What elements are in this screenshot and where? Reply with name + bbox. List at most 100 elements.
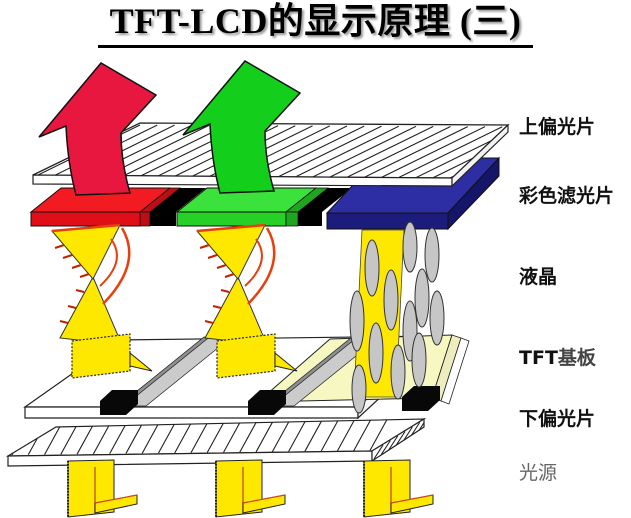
twist-arc-inner [244, 238, 263, 287]
black-matrix-top [150, 188, 206, 212]
hatch-line [363, 126, 468, 178]
tft-chip-1 [100, 390, 138, 415]
twist-arc-outer [102, 227, 131, 305]
red-filter-front [30, 211, 141, 227]
hatch-line [369, 419, 388, 451]
green-filter-front [176, 211, 287, 227]
hatch-line [174, 421, 193, 454]
bottom-polarizer-side-hatch [373, 419, 424, 460]
hatch-line [255, 420, 274, 453]
label-liquid-crystal: 液晶 [519, 265, 557, 288]
lc-molecule [349, 290, 365, 352]
twist-gill-marks [54, 244, 90, 324]
hatch-line [44, 423, 63, 455]
tft-chip-3 [402, 386, 440, 411]
hatch-line [417, 419, 424, 433]
lc-molecule [351, 364, 367, 414]
lc-molecule [424, 227, 440, 283]
hatch-line [277, 125, 382, 178]
lc-molecule [411, 332, 427, 388]
hatch-line [353, 419, 372, 451]
top-polarizer-side-face [451, 123, 509, 188]
green-exit-arrow [182, 60, 302, 194]
twist-gill-marks [199, 244, 235, 324]
lc-molecule [368, 322, 384, 384]
lc-molecules [349, 221, 445, 414]
black-matrix-segment-2 [298, 188, 352, 226]
label-color-filter: 彩色滤光片 [518, 184, 614, 207]
beam-wing-edge [390, 494, 434, 504]
hatch-line [223, 421, 242, 453]
hatch-line [320, 419, 339, 452]
tft-chip-2 [248, 390, 286, 415]
hatch-line [92, 422, 111, 455]
hatch-line [271, 420, 290, 452]
hatch-line [190, 421, 209, 454]
blue-filter-side [447, 156, 500, 231]
hatch-line [260, 125, 365, 178]
green-filter-side-front [285, 211, 299, 227]
bottom-polarizer-hatch [11, 419, 388, 456]
label-bottom-polarizer: 下偏光片 [519, 407, 595, 430]
lc-molecule [414, 268, 430, 328]
twisted-light-beam-red [50, 223, 153, 379]
hatch-line [304, 420, 323, 452]
hatch-line [380, 126, 486, 178]
twist-red-edge [51, 223, 121, 233]
hatch-line [388, 435, 399, 451]
black-matrix-segment-1 [150, 188, 206, 226]
blue-filter-front [326, 212, 449, 230]
hatch-line [402, 426, 413, 442]
slide-title-text: TFT-LCD的显示原理 (三) [97, 0, 534, 49]
hatch-line [157, 421, 176, 454]
hatch-line [288, 420, 307, 452]
hatch-line [346, 126, 451, 178]
liquid-crystal-region [50, 221, 445, 414]
hatch-line [125, 422, 144, 454]
black-matrix-front [150, 212, 176, 226]
hatch-line [60, 423, 79, 455]
twist-lower-fan [204, 275, 268, 346]
label-tft-suffix: 基板 [557, 346, 597, 369]
hatch-line [76, 422, 95, 455]
lc-molecule [383, 269, 399, 331]
polarized-plate-tip [274, 351, 298, 372]
twist-lower-fan [59, 275, 123, 346]
polarized-plate [216, 333, 276, 379]
red-filter-segment [29, 187, 182, 227]
twist-arc-inner [99, 238, 118, 287]
bottom-polarizer-layer [5, 417, 427, 467]
label-top-polarizer: 上偏光片 [519, 115, 595, 138]
polarized-plate [71, 333, 131, 379]
layer-labels: 上偏光片 彩色滤光片 液晶 TFT基板 下偏光片 光源 [518, 115, 614, 484]
twisted-light-beam-green [195, 223, 298, 379]
slide-title: TFT-LCD的显示原理 (三) [0, 0, 631, 49]
backlight-beam-2 [215, 459, 286, 518]
label-light-source: 光源 [519, 462, 557, 484]
beam-wing-edge [242, 494, 286, 504]
pixel-electrode-side-outer [440, 337, 470, 405]
hatch-line [329, 125, 434, 178]
lc-molecule [364, 239, 380, 297]
backlight-beam-1 [67, 459, 138, 518]
black-matrix-top [298, 188, 352, 212]
hatch-line [395, 431, 406, 446]
lc-molecule [429, 290, 445, 346]
hatch-line [109, 422, 128, 455]
twist-arc-outer [247, 227, 276, 305]
hatch-line [239, 420, 258, 453]
label-tft-prefix: TFT [519, 347, 558, 369]
red-filter-side-front [139, 211, 151, 227]
twist-upper-fan [50, 224, 121, 280]
twist-upper-fan [195, 224, 266, 280]
hatch-line [294, 125, 399, 178]
hatch-line [373, 444, 384, 460]
lc-molecule [402, 221, 418, 273]
label-tft-substrate: TFT基板 [519, 346, 597, 369]
hatch-line [122, 124, 227, 177]
hatch-line [410, 422, 421, 437]
hatch-line [311, 125, 417, 178]
black-matrix-front [298, 212, 322, 226]
